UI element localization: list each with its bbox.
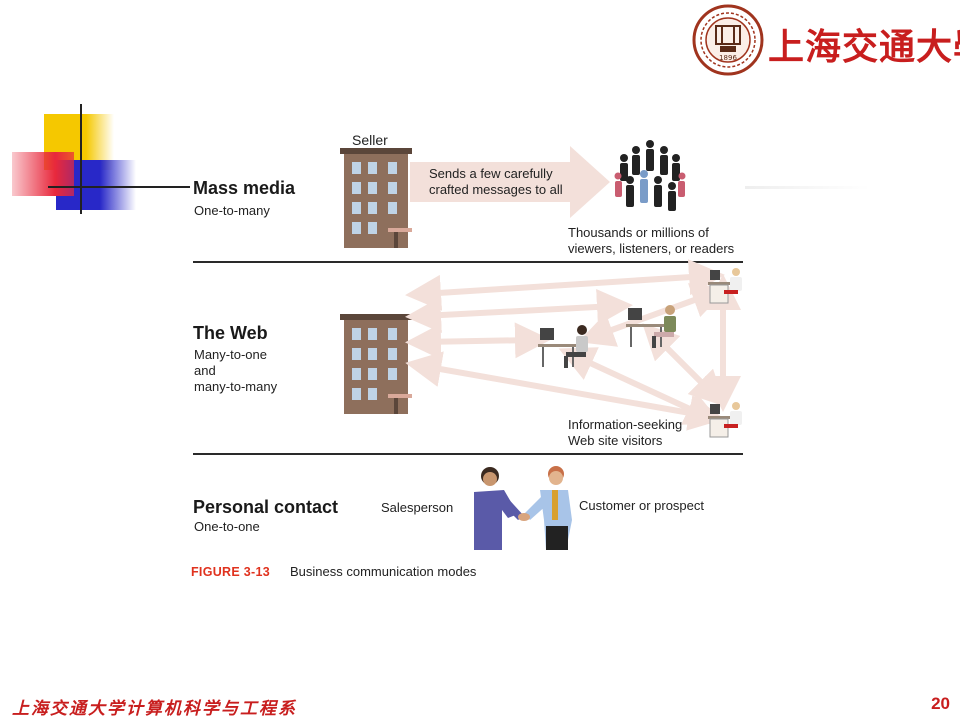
- web-subtitle-line-3: many-to-many: [194, 379, 278, 394]
- decor-red-square: [12, 152, 74, 196]
- visitors-line-1: Information-seeking: [568, 417, 683, 432]
- university-logo: 1896 上海交通大學: [692, 4, 960, 76]
- message-line-2: crafted messages to all: [429, 182, 563, 197]
- page-number: 20: [931, 694, 950, 713]
- figure-caption: Business communication modes: [290, 564, 477, 579]
- web-visitor-computer-icon: [538, 325, 588, 368]
- web-subtitle-line-1: Many-to-one: [194, 347, 267, 362]
- salesperson-label: Salesperson: [381, 500, 454, 515]
- seal-year: 1896: [719, 54, 737, 62]
- university-seal-icon: [692, 4, 764, 76]
- audience-line-1: Thousands or millions of: [568, 225, 709, 240]
- decor-fade-line: [745, 186, 870, 189]
- crowd-icon: [614, 140, 686, 211]
- figure-number: FIGURE 3-13: [191, 565, 271, 579]
- handshake-icon: [474, 466, 572, 550]
- personal-subtitle: One-to-one: [194, 519, 260, 534]
- seller-building-icon: [340, 148, 412, 248]
- mass-media-subtitle: One-to-many: [194, 203, 270, 218]
- mass-media-title: Mass media: [193, 178, 296, 198]
- web-subtitle-line-2: and: [194, 363, 216, 378]
- web-seller-building-icon: [340, 314, 412, 414]
- web-visitor-computer-icon: [708, 268, 742, 304]
- divider-1: [193, 261, 743, 263]
- web-arrows-network: [405, 259, 741, 431]
- message-line-1: Sends a few carefully: [429, 166, 553, 181]
- web-visitor-computer-icon: [708, 402, 742, 438]
- personal-title: Personal contact: [193, 497, 339, 517]
- web-title: The Web: [193, 323, 268, 343]
- decor-corner: [10, 100, 200, 220]
- footer-department: 上海交通大学计算机科学与工程系: [12, 699, 297, 719]
- decor-vertical-line: [80, 104, 82, 214]
- university-name: 上海交通大學: [768, 26, 960, 68]
- web-visitor-computer-icon: [626, 305, 676, 348]
- audience-line-2: viewers, listeners, or readers: [568, 241, 735, 256]
- seller-label: Seller: [352, 132, 388, 148]
- visitors-line-2: Web site visitors: [568, 433, 663, 448]
- customer-label: Customer or prospect: [579, 498, 704, 513]
- decor-horizontal-line: [48, 186, 190, 188]
- divider-2: [193, 453, 743, 455]
- broadcast-arrow: [410, 146, 610, 218]
